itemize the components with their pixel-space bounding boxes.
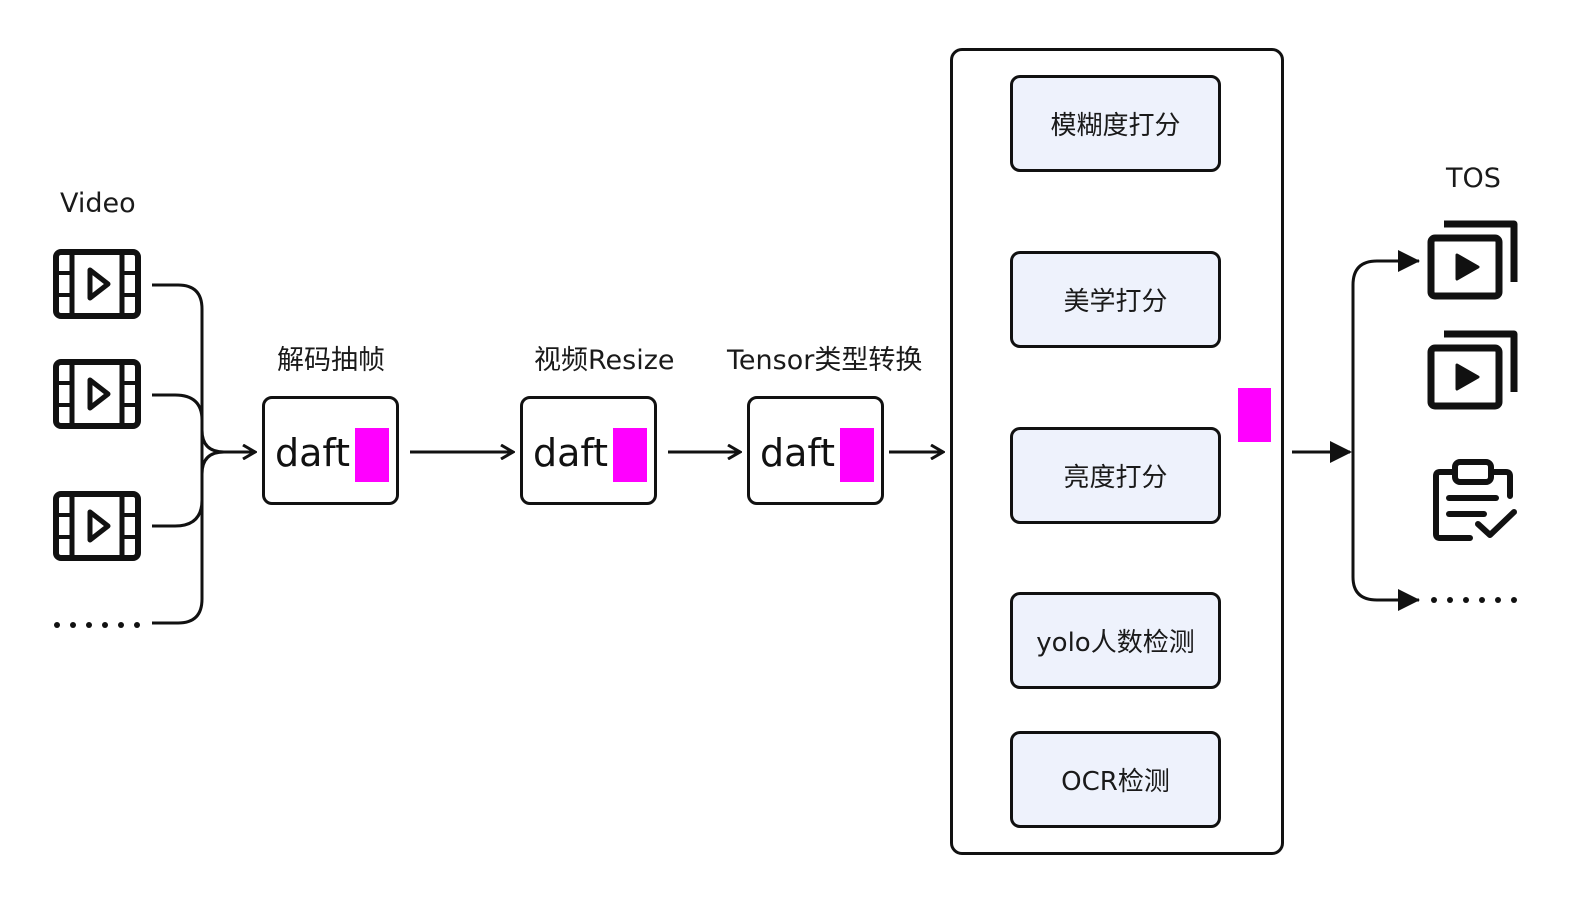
operator-yolo-person-count[interactable]: yolo人数检测	[1010, 592, 1221, 689]
daft-label: daft	[760, 431, 836, 475]
daft-stage-tensor[interactable]: daft	[747, 396, 884, 505]
input-merge-lines	[152, 283, 254, 625]
clipboard-check-icon	[1433, 459, 1517, 541]
daft-label: daft	[275, 431, 351, 475]
daft-stage-decode[interactable]: daft	[262, 396, 399, 505]
media-stack-icon	[1427, 330, 1518, 410]
daft-stage-resize[interactable]: daft	[520, 396, 657, 505]
operator-blur-score[interactable]: 模糊度打分	[1010, 75, 1221, 172]
daft-marker	[840, 428, 874, 482]
stage-title-decode: 解码抽帧	[277, 345, 385, 376]
output-tos-label: TOS	[1446, 163, 1501, 194]
video-film-icon	[53, 491, 141, 561]
video-input-label: Video	[60, 188, 136, 219]
stage-title-tensor: Tensor类型转换	[727, 345, 923, 376]
operator-aesthetic-score[interactable]: 美学打分	[1010, 251, 1221, 348]
more-outputs-ellipsis	[1431, 597, 1517, 603]
daft-label: daft	[533, 431, 609, 475]
output-split-lines	[1292, 259, 1419, 602]
operator-ocr-detect[interactable]: OCR检测	[1010, 731, 1221, 828]
operator-brightness-score[interactable]: 亮度打分	[1010, 427, 1221, 524]
operators-marker	[1238, 388, 1271, 442]
stage-title-resize: 视频Resize	[534, 345, 675, 376]
video-film-icon	[53, 359, 141, 429]
video-film-icon	[53, 249, 141, 319]
more-inputs-ellipsis	[54, 622, 140, 628]
media-stack-icon	[1427, 220, 1518, 300]
daft-marker	[613, 428, 647, 482]
daft-marker	[355, 428, 389, 482]
